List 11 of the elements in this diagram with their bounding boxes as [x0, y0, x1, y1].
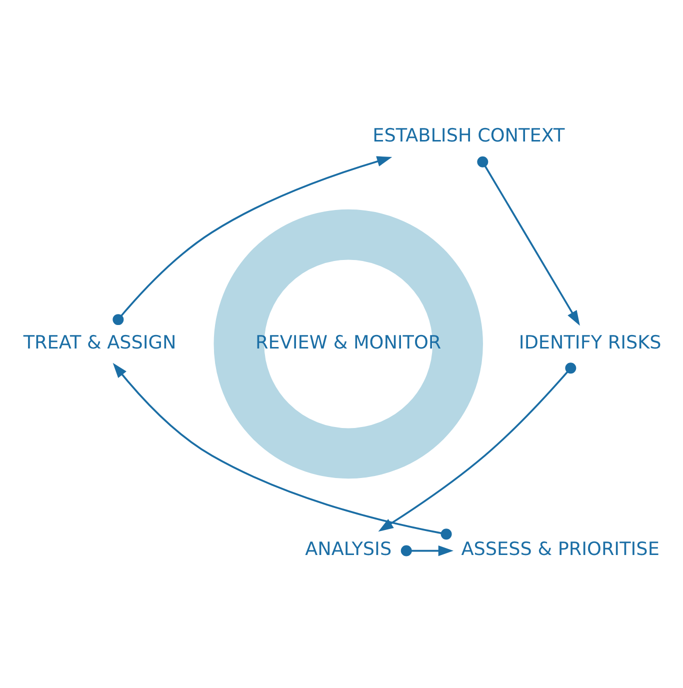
arrow	[378, 362, 576, 532]
node-text: ASSESS & PRIORITISE	[461, 539, 660, 560]
arrow	[112, 156, 392, 326]
node-text: ESTABLISH CONTEXT	[372, 126, 565, 147]
node-text: TREAT & ASSIGN	[23, 332, 176, 354]
node-text: IDENTIFY RISKS	[518, 332, 662, 354]
arrow	[112, 362, 452, 540]
node-circle: REVIEW & MONITOR	[214, 209, 483, 479]
arrow	[477, 156, 580, 326]
node-text: ANALYSIS	[305, 539, 392, 560]
arrow	[400, 545, 454, 556]
